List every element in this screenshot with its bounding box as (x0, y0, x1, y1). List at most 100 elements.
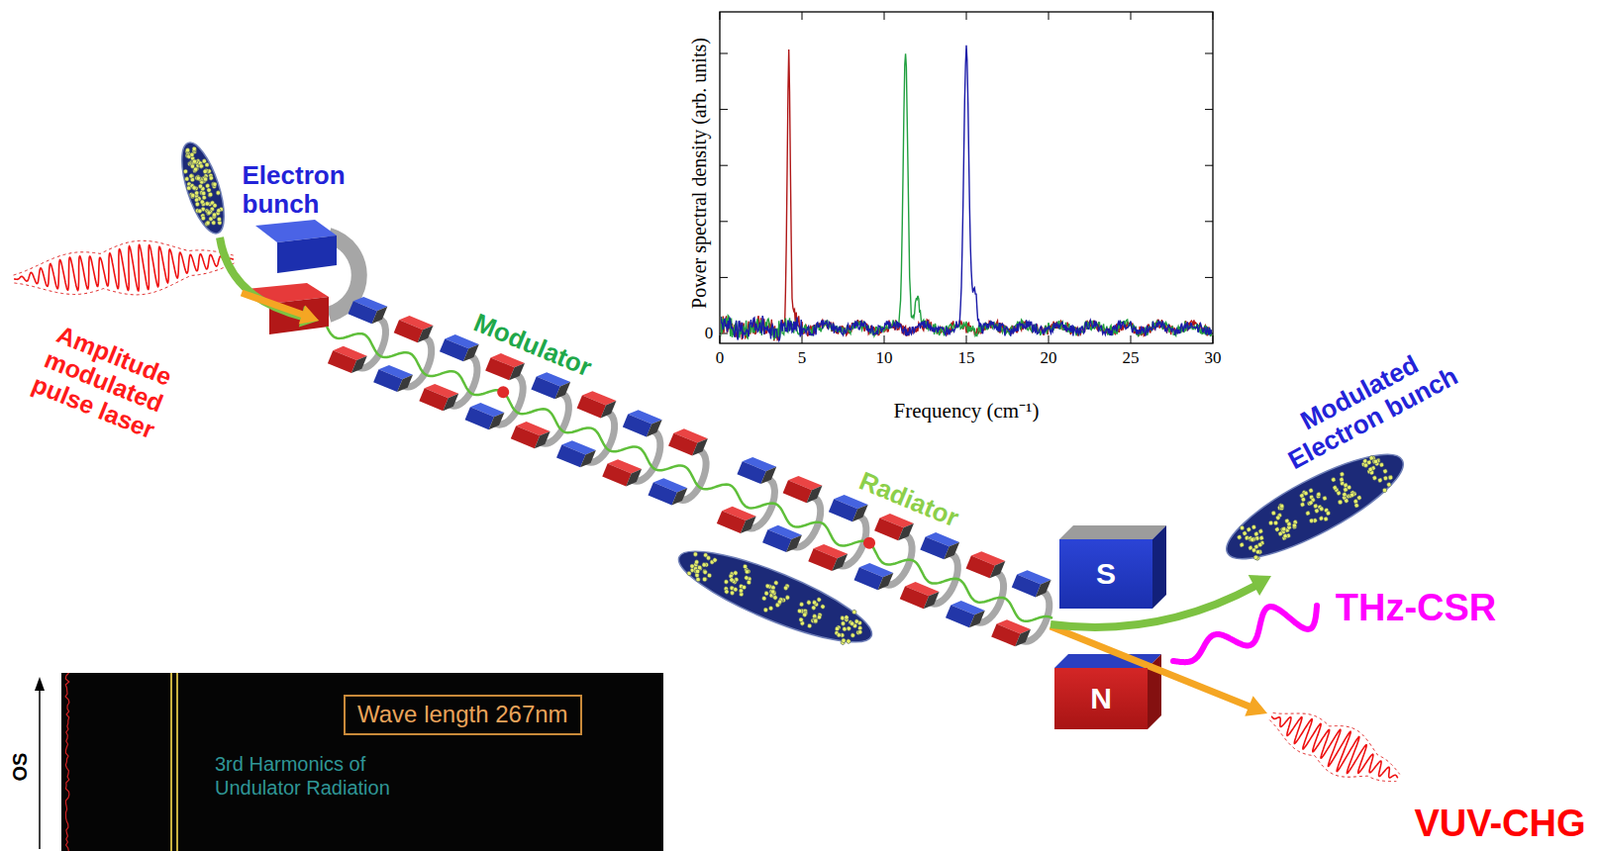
arrow-head (299, 305, 319, 327)
electron-dot (1286, 521, 1293, 528)
section-label: Radiator (855, 466, 964, 533)
electron-dot (1307, 500, 1314, 506)
tick (1204, 108, 1213, 110)
bunch-label: Electron bunch (242, 161, 377, 219)
tick (1212, 11, 1214, 20)
electron-dot (1382, 475, 1389, 482)
electron-dot (1273, 519, 1280, 526)
screen-panel: 3rd Harmonics of Undulator RadiationWave… (61, 673, 664, 851)
electron-dot (207, 192, 214, 199)
electron-dot (711, 557, 718, 564)
electron-dot (1241, 530, 1248, 537)
magnet-face (327, 350, 357, 374)
tick (719, 335, 721, 344)
electron-dot (701, 576, 708, 583)
magnet-face (716, 510, 746, 534)
electron-dot (845, 625, 852, 632)
magnet-side (1014, 626, 1031, 650)
magnet-side (646, 416, 663, 440)
electron-dot (1238, 542, 1245, 549)
electron-dot (1300, 501, 1306, 508)
magnet-side (351, 353, 368, 377)
laser-pulse (13, 244, 234, 291)
tick-label: 10 (876, 348, 894, 368)
electron-dot (191, 185, 198, 192)
magnet-side (417, 322, 434, 346)
electron-dot (801, 611, 808, 618)
electron-dot (1249, 536, 1256, 543)
magnet-face (648, 483, 678, 506)
electron-dot (840, 637, 847, 644)
arrow-head (299, 305, 319, 325)
electron-dot (857, 629, 864, 636)
electron-dot (1349, 492, 1356, 499)
magnet-face (762, 529, 792, 553)
electron-dot (1299, 493, 1305, 500)
electron-dot (761, 596, 768, 602)
magnet-side (508, 360, 525, 384)
electron-dot (1386, 482, 1393, 489)
magnet-face (577, 396, 606, 419)
magnet-side (580, 447, 597, 471)
electron-dot (201, 169, 208, 176)
electron-dot (200, 215, 207, 222)
electron-dot (1315, 492, 1322, 499)
electron-dot (203, 200, 210, 207)
magnet-face (874, 517, 903, 541)
electron-dot (1331, 485, 1338, 492)
electron-dot (705, 555, 712, 562)
electron-dot (1387, 474, 1394, 481)
magnet-face (828, 499, 858, 522)
electron-dot (772, 595, 779, 601)
axis-head (34, 677, 45, 692)
magnet-side (831, 551, 848, 575)
electron-dot (1270, 510, 1277, 517)
input-bunch (173, 137, 233, 238)
tick-label: 20 (1040, 348, 1058, 368)
magnet-side (625, 466, 642, 490)
electron-dot (1274, 526, 1281, 533)
electron-dot (205, 187, 212, 194)
magnet-side (1035, 577, 1052, 600)
magnet-side (943, 539, 960, 563)
electron-dot (200, 195, 207, 201)
magnet-face (854, 567, 884, 591)
tick (1212, 335, 1214, 344)
magnet-face (373, 369, 402, 393)
electron-dot (1378, 462, 1385, 469)
magnet-side (898, 520, 914, 544)
tick-label: 0 (715, 348, 725, 368)
electron-dot (694, 559, 700, 566)
magnet-pole: N (1054, 668, 1148, 730)
intensity-trace (65, 673, 70, 851)
magnet-side (760, 464, 777, 488)
electron-dot (1321, 496, 1328, 502)
electron-dot (195, 201, 201, 208)
electron-dot (745, 580, 752, 587)
tick-label: 5 (798, 348, 807, 368)
screen-axis-arrow (34, 677, 45, 850)
dipole-pole-top (1059, 525, 1167, 540)
spectral-line (176, 673, 179, 851)
magnet-face (807, 548, 837, 572)
magnet-side (852, 501, 869, 525)
bunch-label: Modulated Electron bunch (1256, 329, 1477, 484)
electron-dot (819, 603, 826, 610)
spectrum-curve (720, 53, 1212, 340)
tick (719, 11, 721, 20)
electron-dot (1318, 505, 1325, 512)
magnet-side (672, 485, 689, 508)
electron-dot (764, 583, 771, 590)
tick (801, 11, 803, 20)
electron-dot (732, 570, 739, 577)
electron-dot (1330, 477, 1337, 484)
electron-dot (723, 589, 730, 596)
electron-dot (1257, 528, 1264, 535)
spectrum-plot (719, 11, 1213, 344)
tick-label: 30 (1204, 348, 1222, 368)
electron-dot (741, 585, 748, 592)
electron-dot (216, 216, 223, 223)
electron-dot (1279, 503, 1286, 510)
electron-dot (777, 599, 784, 605)
electron-dot (215, 207, 222, 214)
